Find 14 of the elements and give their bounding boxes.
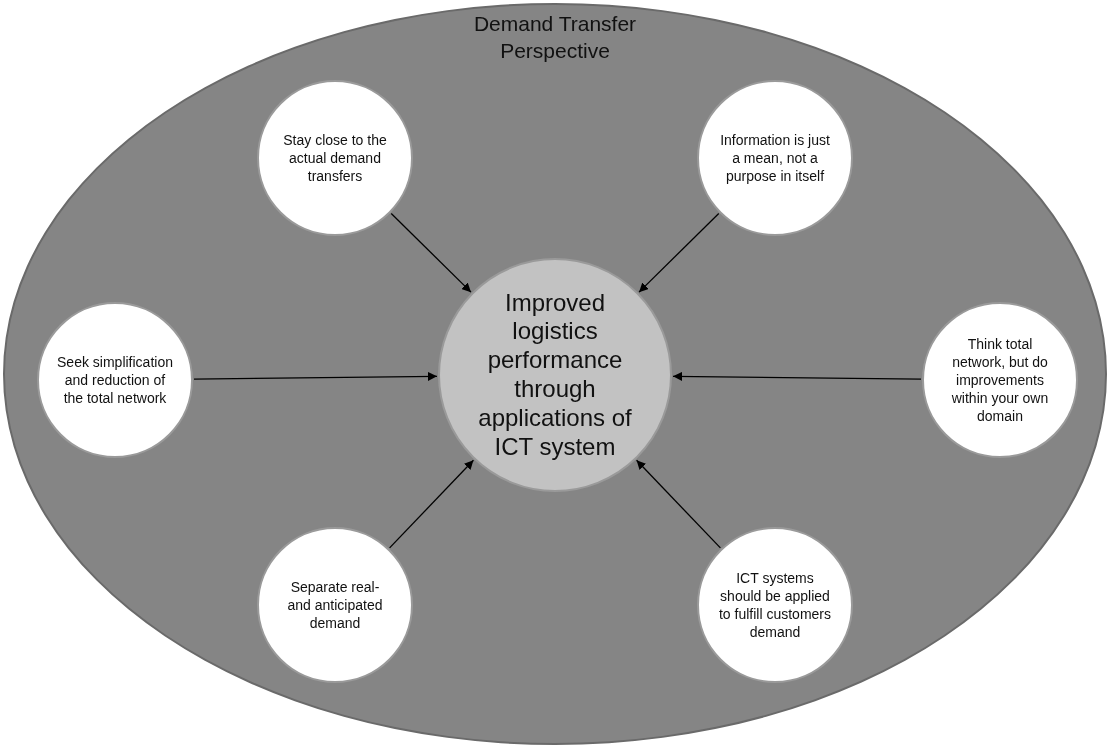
- arrow: [635, 459, 722, 549]
- circle-text: Stay close to the actual demand transfers: [282, 130, 388, 186]
- arrow: [638, 212, 720, 293]
- arrow: [390, 212, 472, 293]
- arrow: [193, 371, 438, 381]
- circle-text: Think total network, but do improvements within your own domain: [950, 334, 1050, 426]
- circle-text: Seek simplification and reduction of the total network: [56, 352, 174, 408]
- circle-text: Separate real- and anticipated demand: [286, 577, 384, 633]
- circle-text: Information is just a mean, not a purpose in itself: [719, 130, 831, 186]
- circle-text: ICT systems should be applied to fulfill customers demand: [717, 568, 832, 642]
- arrow: [388, 459, 475, 549]
- arrow: [672, 371, 922, 381]
- circle-text: Improved logistics performance through applications of ICT system: [477, 288, 633, 462]
- diagram-heading: Demand Transfer Perspective: [472, 11, 638, 65]
